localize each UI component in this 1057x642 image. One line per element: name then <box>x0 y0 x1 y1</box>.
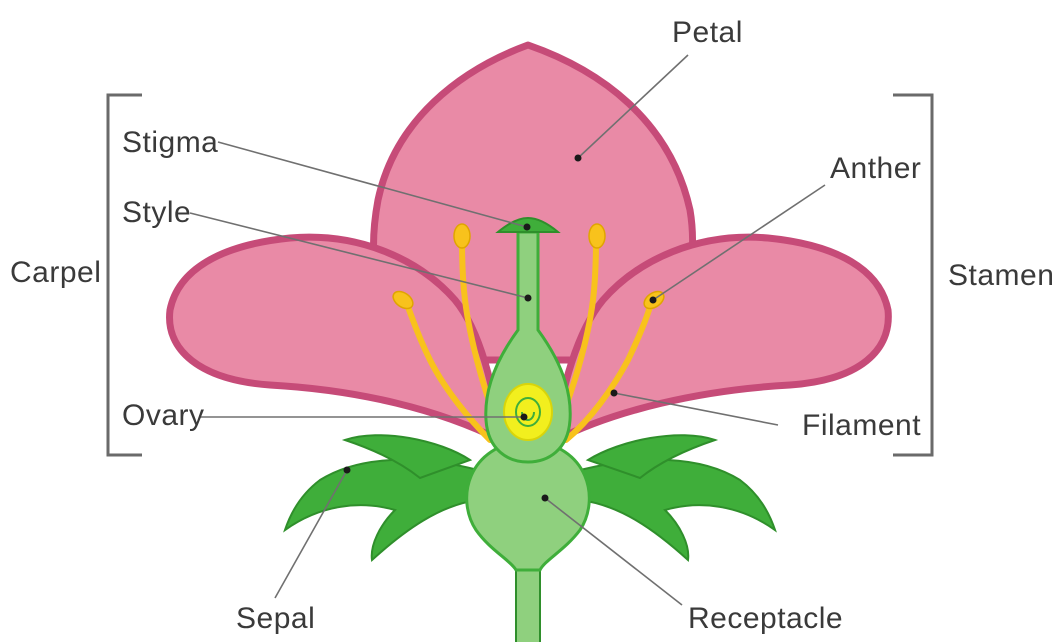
label-receptacle: Receptacle <box>688 602 843 635</box>
label-petal: Petal <box>672 16 743 49</box>
dot-anther <box>650 297 657 304</box>
dot-petal <box>575 155 582 162</box>
anther-left-inner <box>454 224 470 248</box>
dot-sepal <box>344 467 351 474</box>
label-style: Style <box>122 196 191 229</box>
label-anther: Anther <box>830 152 921 185</box>
label-stamen: Stamen <box>948 259 1054 292</box>
label-sepal: Sepal <box>236 602 315 635</box>
label-filament: Filament <box>802 409 921 442</box>
dot-receptacle <box>542 495 549 502</box>
ovary <box>504 384 552 440</box>
sepal-right <box>580 460 775 560</box>
dot-ovary <box>521 414 528 421</box>
dot-filament <box>611 390 618 397</box>
stamen-bracket <box>893 95 932 455</box>
stem <box>516 560 540 642</box>
label-ovary: Ovary <box>122 399 205 432</box>
label-carpel: Carpel <box>10 256 101 289</box>
anther-right-inner <box>589 224 605 248</box>
dot-style <box>525 295 532 302</box>
label-stigma: Stigma <box>122 126 218 159</box>
sepal-left <box>285 460 478 560</box>
dot-stigma <box>524 224 531 231</box>
